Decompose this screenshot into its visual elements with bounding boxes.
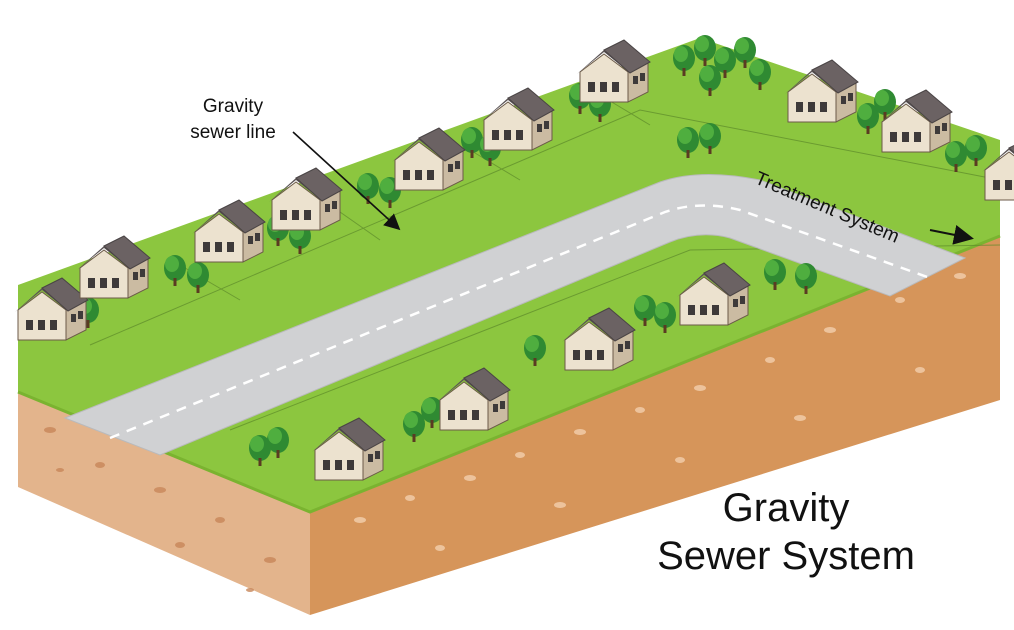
sewer-line-label-line2: sewer line [190, 122, 276, 143]
diagram-title-line2: Sewer System [657, 534, 915, 578]
sewer-line-label-line1: Gravity [202, 96, 264, 117]
road [63, 173, 967, 456]
sewer-line-arrow-icon [292, 131, 401, 231]
diagram-title: Gravity Sewer System [636, 484, 936, 580]
road-centerline [109, 204, 931, 440]
diagram-title-line1: Gravity [722, 486, 850, 530]
soil-side-face [18, 392, 310, 615]
treatment-arrow-icon [929, 225, 974, 245]
soil-side-pebbles [44, 427, 276, 592]
soil-pebbles [354, 273, 966, 551]
gravity-sewer-line-label: Gravity sewer line [178, 94, 288, 146]
